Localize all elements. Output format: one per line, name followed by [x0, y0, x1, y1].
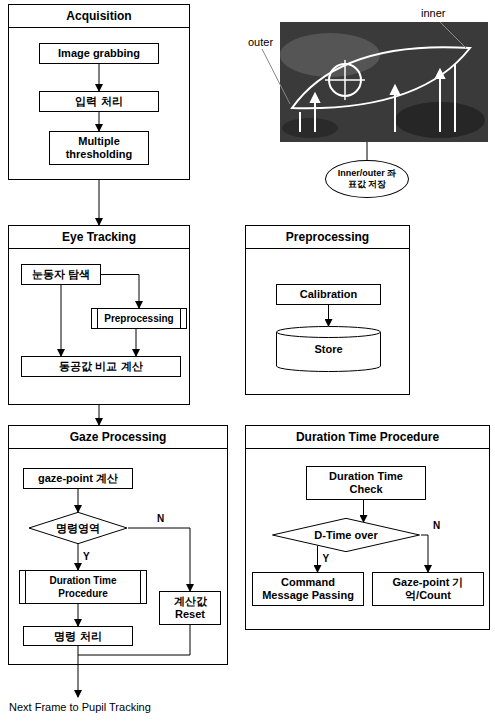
diamond-shape: [29, 512, 127, 543]
flow-arrow: [99, 112, 100, 131]
branch-label: N: [432, 520, 441, 532]
branch-label: Y: [82, 551, 91, 563]
leader-line: [440, 22, 466, 48]
exit-arrow: [78, 646, 79, 697]
node-text: 동공값 비교 계산: [28, 360, 174, 373]
flow-arrow: [328, 305, 329, 326]
node-text: Gaze-point 기억/Count: [379, 576, 477, 602]
process-box: 동공값 비교 계산: [21, 356, 181, 377]
process-box: Duration Time Check: [306, 466, 426, 500]
flow-arrow: [136, 329, 137, 356]
node-text: Preprocessing: [102, 312, 176, 325]
subprocess-box: Preprocessing: [91, 308, 187, 329]
panel-heading: Duration Time Procedure: [246, 426, 489, 449]
node-text: 계산값 Reset: [166, 595, 214, 621]
process-box: gaze-point 계산: [23, 468, 133, 489]
branch-label: N: [156, 513, 165, 525]
subprocess-box: Duration Time Procedure: [19, 570, 147, 604]
flow-arrow: [99, 64, 100, 91]
part-label: outer: [247, 36, 274, 49]
node-text: 눈동자 탐색: [28, 268, 94, 281]
process-box: 계산값 Reset: [159, 591, 221, 625]
stage-panel: Duration Time ProcedureDuration Time Che…: [245, 425, 490, 630]
stage-panel: AcquisitionImage grabbing 입력 처리 Multiple t…: [8, 4, 190, 180]
link-line: [367, 142, 368, 160]
stage-panel: Gaze Processing gaze-point 계산명령영역 Duration…: [8, 425, 228, 665]
photo-shade: [280, 33, 380, 77]
leader-line: [262, 49, 290, 104]
node-text: Duration Time Check: [313, 470, 419, 496]
flow-arrow: [421, 535, 428, 572]
flow-arrow: [61, 285, 62, 356]
flow-arrow: [363, 500, 364, 522]
eye-outline: [292, 47, 470, 108]
photo-shade: [282, 118, 338, 138]
scan-arrows: [300, 64, 455, 132]
node-text: Inner/outer 좌표값 저장: [336, 168, 398, 190]
node-text: Calibration: [283, 288, 374, 301]
process-box: 눈동자 탐색: [21, 264, 101, 285]
note-oval: Inner/outer 좌표값 저장: [325, 160, 409, 198]
flow-arrow: [78, 544, 79, 570]
process-box: Image grabbing: [39, 43, 159, 64]
process-box: 명령 처리: [23, 626, 133, 646]
pupil-crosshair: [344, 60, 346, 100]
process-box: Calibration: [276, 284, 381, 305]
node-text: Store: [280, 343, 377, 356]
flow-arrow: [99, 180, 100, 225]
node-text: Duration Time Procedure: [30, 574, 136, 600]
flow-arrow: [99, 405, 100, 425]
storage-cylinder: Store: [276, 326, 381, 372]
node-text: gaze-point 계산: [30, 472, 126, 485]
flow-arrow: [78, 489, 79, 512]
decision-diamond: D-Time over: [271, 518, 421, 552]
process-box: Gaze-point 기억/Count: [372, 572, 484, 606]
process-box: Command Message Passing: [252, 572, 364, 606]
node-text: 입력 처리: [46, 95, 152, 108]
process-box: Multiple thresholding: [49, 131, 149, 165]
panel-heading: Acquisition: [9, 5, 189, 28]
flow-arrow: [101, 275, 139, 309]
eye-photo: [280, 22, 488, 142]
diamond-shape: [273, 518, 420, 551]
panel-heading: Eye Tracking: [9, 226, 189, 249]
node-text: Image grabbing: [46, 47, 152, 60]
flow-arrow: [317, 546, 318, 573]
part-label: inner: [420, 7, 446, 20]
node-text: 명령영역: [56, 522, 100, 535]
process-box: 입력 처리: [39, 91, 159, 112]
node-text: 명령 처리: [30, 630, 126, 643]
exit-note: Next Frame to Pupil Tracking: [8, 701, 152, 714]
photo-ground: [280, 22, 488, 142]
stage-panel: Eye Tracking 눈동자 탐색 Preprocessing 동공값 비교 계산: [8, 225, 190, 405]
node-text: Multiple thresholding: [56, 135, 142, 161]
node-text: D-Time over: [314, 529, 377, 542]
panel-heading: Preprocessing: [246, 226, 409, 249]
branch-label: Y: [322, 553, 331, 565]
node-text: Command Message Passing: [259, 576, 357, 602]
flow-arrow: [78, 604, 79, 626]
cylinder-top: [277, 327, 381, 338]
panel-heading: Gaze Processing: [9, 426, 227, 449]
decision-diamond: 명령영역: [28, 512, 128, 544]
stage-panel: PreprocessingCalibrationStore: [245, 225, 410, 395]
